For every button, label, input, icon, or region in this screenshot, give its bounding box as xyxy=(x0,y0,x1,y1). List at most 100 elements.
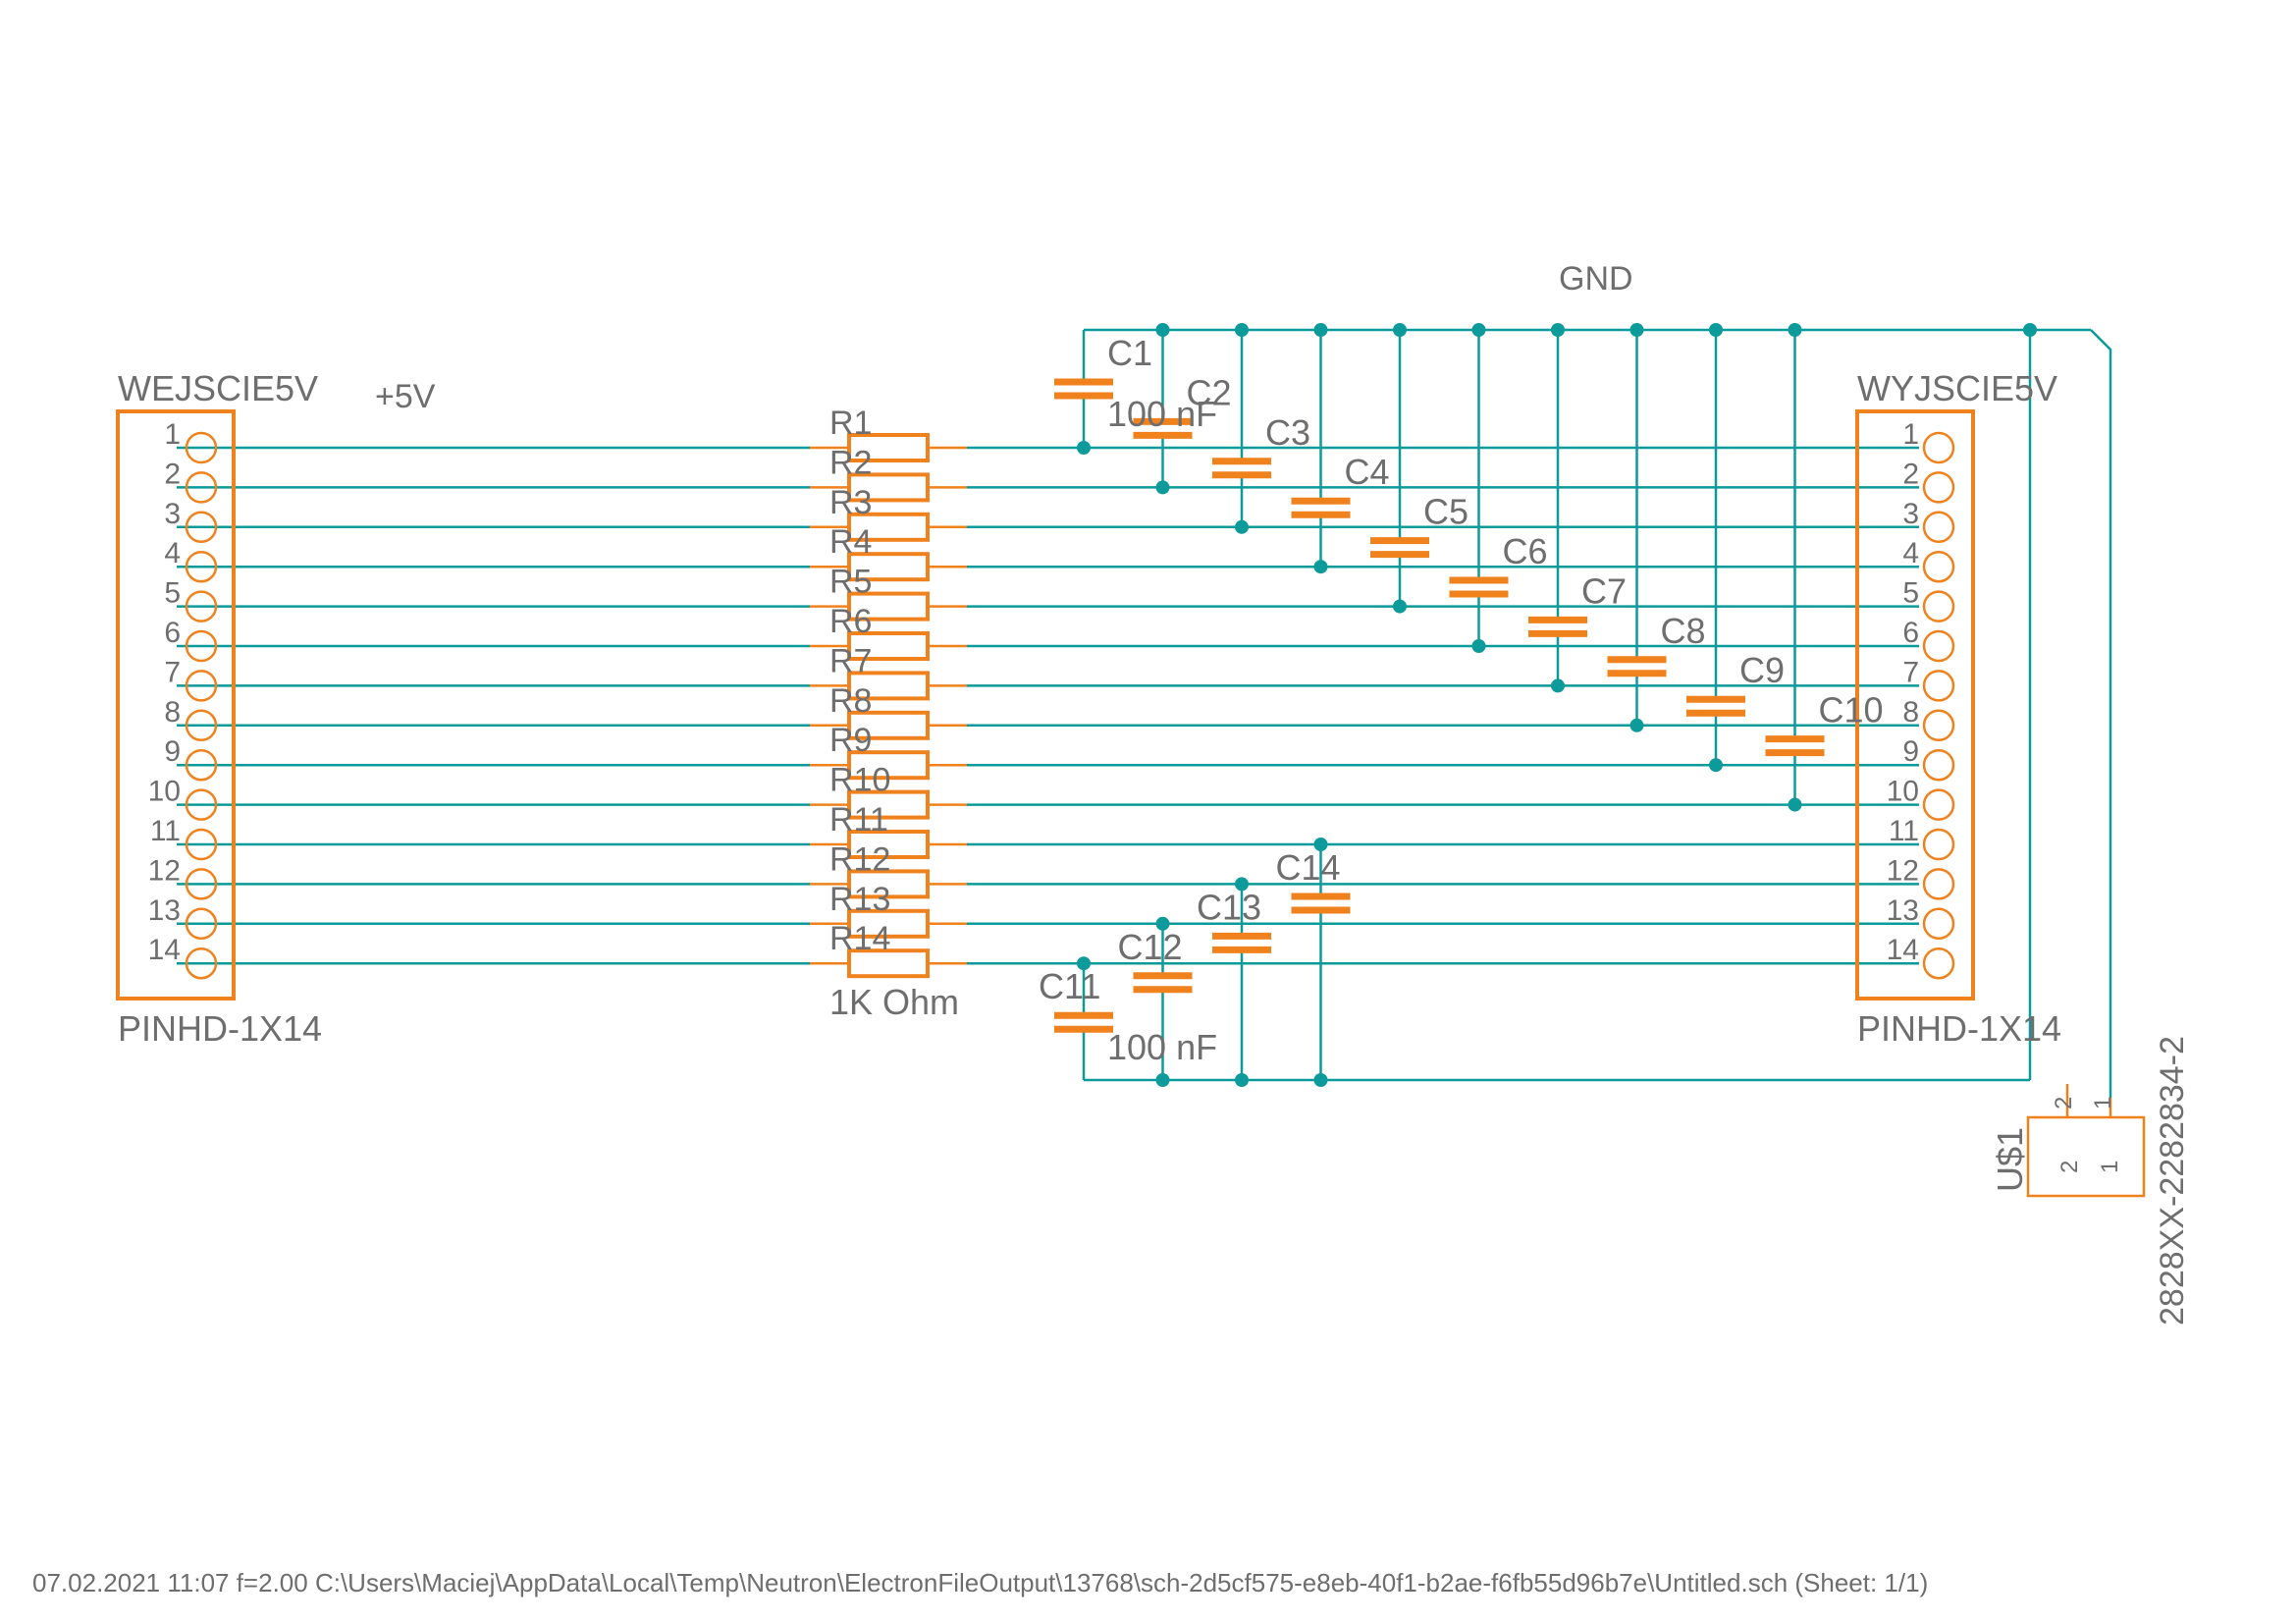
connector-pad-label: 1 xyxy=(2097,1161,2123,1173)
left-pin-3 xyxy=(185,511,218,544)
left-pin-1 xyxy=(185,431,218,464)
junction-dot xyxy=(1629,718,1644,732)
right-pin-10 xyxy=(1922,788,1955,821)
junction-dot xyxy=(1551,678,1565,693)
resistor-R2 xyxy=(847,472,930,503)
resistor-value: 1K Ohm xyxy=(829,982,959,1022)
capacitor-label: C4 xyxy=(1345,452,1390,492)
ground-net-label: GND xyxy=(1559,260,1633,298)
left-pin-number: 10 xyxy=(148,776,181,808)
right-pin-number: 2 xyxy=(1902,458,1919,490)
resistor-label: R11 xyxy=(829,801,888,839)
capacitor-label: C9 xyxy=(1739,650,1785,690)
left-pin-number: 12 xyxy=(148,854,181,887)
right-pin-9 xyxy=(1922,748,1955,782)
junction-dot xyxy=(1313,838,1328,851)
resistor-label: R8 xyxy=(829,682,872,720)
resistor-label: R1 xyxy=(829,405,872,442)
left-pin-9 xyxy=(185,748,218,782)
resistor-label: R4 xyxy=(829,523,872,561)
right-pin-1 xyxy=(1922,431,1955,464)
junction-dot xyxy=(1709,323,1723,337)
resistor-label: R7 xyxy=(829,642,872,679)
capacitor-label: C8 xyxy=(1661,611,1706,651)
left-pin-11 xyxy=(185,828,218,861)
junction-dot xyxy=(1551,323,1565,337)
resistor-label: R5 xyxy=(829,564,872,601)
right-pin-5 xyxy=(1922,590,1955,622)
right-pin-4 xyxy=(1922,550,1955,583)
junctions xyxy=(1077,323,2037,1087)
capacitor-label: C14 xyxy=(1276,847,1341,888)
junction-dot xyxy=(1393,599,1407,614)
junction-dot xyxy=(1788,797,1802,812)
left-pin-number: 4 xyxy=(164,537,181,569)
right-pin-number: 5 xyxy=(1902,577,1919,610)
right-pin-2 xyxy=(1922,471,1955,504)
resistor-R3 xyxy=(847,512,930,542)
gnd-to-connector xyxy=(2090,329,2112,1098)
capacitor-label: C1 xyxy=(1107,333,1152,373)
left-pin-4 xyxy=(185,550,218,583)
left-pin-number: 3 xyxy=(164,498,181,530)
left-pin-number: 2 xyxy=(164,458,181,490)
resistor-R7 xyxy=(847,671,930,701)
right-pin-3 xyxy=(1922,511,1955,544)
left-pin-number: 5 xyxy=(164,577,181,610)
left-pin-number: 6 xyxy=(164,617,181,649)
connector-pad-label: 2 xyxy=(2056,1161,2083,1173)
right-header-value: PINHD-1X14 xyxy=(1857,1008,2061,1049)
right-pin-number: 13 xyxy=(1887,894,1919,927)
left-header-value: PINHD-1X14 xyxy=(118,1008,322,1049)
capacitor-label: C10 xyxy=(1819,690,1884,730)
left-pin-number: 13 xyxy=(148,894,181,927)
junction-dot xyxy=(1393,323,1407,337)
components xyxy=(116,378,2146,1198)
right-pin-number: 14 xyxy=(1887,934,1919,966)
resistor-label: R3 xyxy=(829,484,872,521)
connector-name: U$1 xyxy=(1990,1127,2030,1192)
junction-dot xyxy=(1629,323,1644,337)
resistor-R5 xyxy=(847,591,930,622)
right-pin-number: 11 xyxy=(1889,815,1919,847)
left-pin-8 xyxy=(185,709,218,742)
right-pin-number: 10 xyxy=(1887,776,1919,808)
junction-dot xyxy=(2023,323,2037,337)
capacitor-value: 100 nF xyxy=(1107,394,1217,434)
connector-pin-number: 2 xyxy=(2051,1097,2077,1109)
capacitor-label: C3 xyxy=(1265,412,1310,453)
resistor-R1 xyxy=(847,433,930,462)
capacitor-label: C12 xyxy=(1118,927,1183,967)
junction-dot xyxy=(1155,916,1170,931)
junction-dot xyxy=(1313,1073,1328,1087)
junction-dot xyxy=(1788,323,1802,337)
left-pin-10 xyxy=(185,788,218,821)
resistor-R12 xyxy=(847,869,930,899)
resistor-label: R2 xyxy=(829,444,872,481)
right-pin-number: 12 xyxy=(1887,854,1919,887)
left-pin-5 xyxy=(185,590,218,622)
junction-dot xyxy=(1471,323,1486,337)
left-pin-6 xyxy=(185,629,218,663)
junction-dot xyxy=(1471,639,1486,653)
left-pin-7 xyxy=(185,670,218,702)
resistor-label: R9 xyxy=(829,722,872,759)
connector-pin-number: 1 xyxy=(2090,1097,2116,1109)
supply-net-label: +5V xyxy=(375,378,436,415)
right-pin-13 xyxy=(1922,907,1955,941)
left-pin-14 xyxy=(185,947,218,980)
left-pin-2 xyxy=(185,471,218,504)
right-pin-number: 6 xyxy=(1902,617,1919,649)
left-pin-number: 9 xyxy=(164,735,181,768)
resistor-R11 xyxy=(847,830,930,859)
junction-dot xyxy=(1155,1073,1170,1087)
left-header-name: WEJSCIE5V xyxy=(118,368,318,408)
resistor-R4 xyxy=(847,552,930,582)
right-pin-11 xyxy=(1922,828,1955,861)
resistor-label: R6 xyxy=(829,603,872,640)
connector-value: 2828XX-2282834-2 xyxy=(2154,1036,2191,1325)
right-pin-number: 9 xyxy=(1902,735,1919,768)
resistor-R14 xyxy=(847,948,930,979)
junction-dot xyxy=(1077,441,1091,455)
resistor-R8 xyxy=(847,710,930,740)
